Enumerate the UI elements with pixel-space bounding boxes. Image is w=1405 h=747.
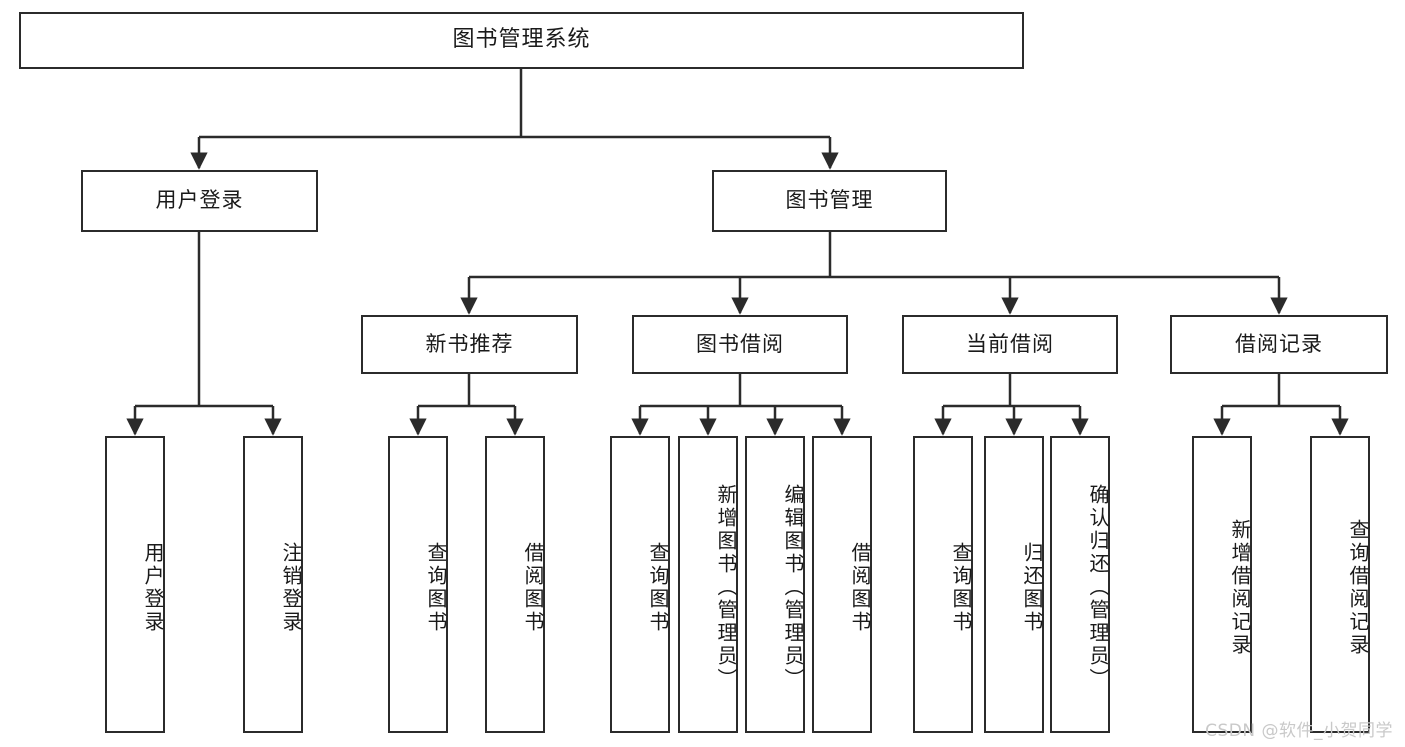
node-book-manage[interactable]: 图书管理	[712, 170, 947, 232]
node-leaf-query-book-1-label: 查询图书	[424, 541, 448, 634]
node-leaf-return-book[interactable]: 归还图书	[984, 436, 1044, 733]
node-leaf-query-book-3[interactable]: 查询图书	[913, 436, 973, 733]
node-leaf-borrow-book-1[interactable]: 借阅图书	[485, 436, 545, 733]
node-leaf-add-book-label: 新增图书（管理员）	[714, 484, 738, 691]
node-root-label: 图书管理系统	[452, 27, 591, 53]
node-leaf-user-login[interactable]: 用户登录	[105, 436, 165, 733]
node-leaf-query-book-1[interactable]: 查询图书	[388, 436, 448, 733]
node-leaf-borrow-book-2-label: 借阅图书	[848, 541, 872, 634]
node-leaf-edit-book[interactable]: 编辑图书（管理员）	[745, 436, 805, 733]
node-leaf-query-book-2[interactable]: 查询图书	[610, 436, 670, 733]
node-leaf-borrow-book-1-label: 借阅图书	[521, 541, 545, 634]
watermark-text: CSDN @软件_小贺同学	[1205, 721, 1393, 741]
node-user-login[interactable]: 用户登录	[81, 170, 318, 232]
node-leaf-logout-label: 注销登录	[279, 541, 303, 634]
node-borrow-record-label: 借阅记录	[1235, 331, 1323, 356]
node-leaf-add-book[interactable]: 新增图书（管理员）	[678, 436, 738, 733]
node-root[interactable]: 图书管理系统	[19, 12, 1024, 69]
node-user-login-label: 用户登录	[155, 188, 244, 213]
node-leaf-query-record-label: 查询借阅记录	[1346, 518, 1370, 657]
node-leaf-query-book-2-label: 查询图书	[646, 541, 670, 634]
node-leaf-add-record[interactable]: 新增借阅记录	[1192, 436, 1252, 733]
node-leaf-confirm-return[interactable]: 确认归还（管理员）	[1050, 436, 1110, 733]
node-leaf-add-record-label: 新增借阅记录	[1228, 518, 1252, 657]
node-book-borrow-label: 图书借阅	[696, 331, 784, 356]
node-leaf-query-record[interactable]: 查询借阅记录	[1310, 436, 1370, 733]
node-new-book-rec-label: 新书推荐	[425, 331, 514, 356]
node-new-book-rec[interactable]: 新书推荐	[361, 315, 578, 374]
node-book-manage-label: 图书管理	[785, 188, 874, 213]
node-current-borrow[interactable]: 当前借阅	[902, 315, 1118, 374]
node-borrow-record[interactable]: 借阅记录	[1170, 315, 1388, 374]
node-leaf-logout[interactable]: 注销登录	[243, 436, 303, 733]
node-leaf-user-login-label: 用户登录	[141, 541, 165, 634]
node-leaf-edit-book-label: 编辑图书（管理员）	[781, 484, 805, 691]
node-current-borrow-label: 当前借阅	[966, 331, 1054, 356]
node-leaf-confirm-return-label: 确认归还（管理员）	[1086, 484, 1110, 691]
node-leaf-query-book-3-label: 查询图书	[949, 541, 973, 634]
node-book-borrow[interactable]: 图书借阅	[632, 315, 848, 374]
node-leaf-return-book-label: 归还图书	[1020, 541, 1044, 634]
node-leaf-borrow-book-2[interactable]: 借阅图书	[812, 436, 872, 733]
